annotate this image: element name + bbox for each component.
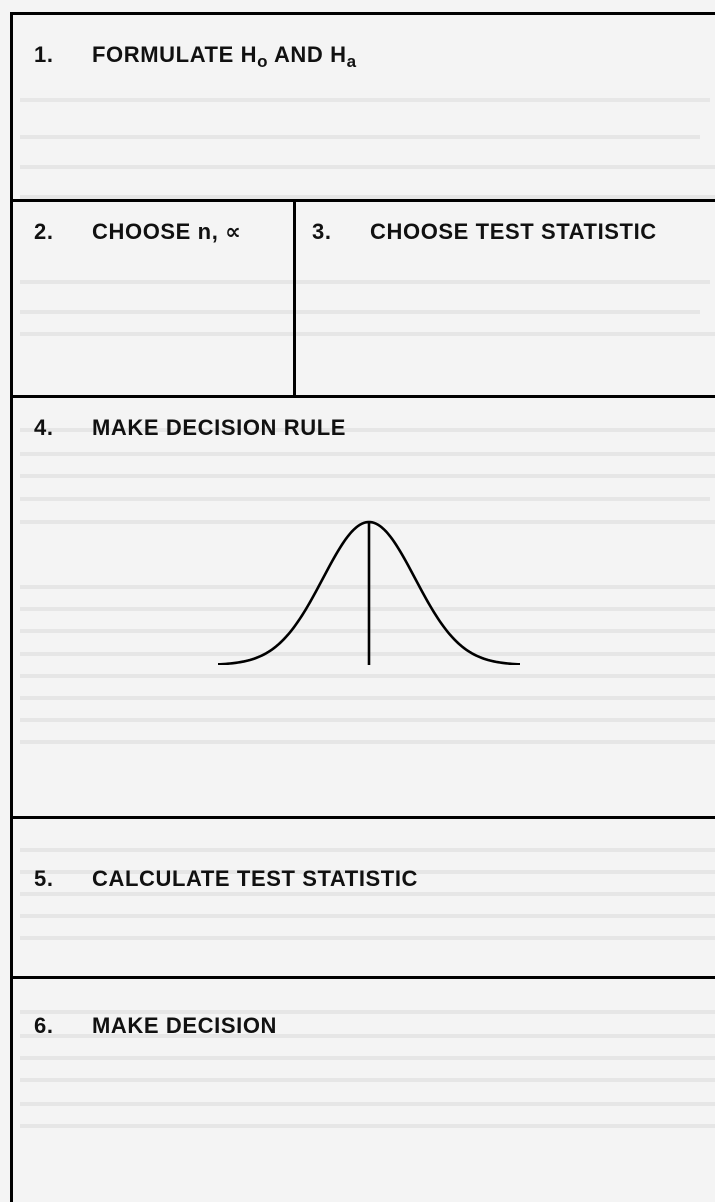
section-1-title-prefix: FORMULATE H (92, 42, 258, 67)
section-1-title-mid: AND H (268, 42, 347, 67)
section-2-label: CHOOSE n, ∝ (92, 219, 242, 244)
section-5-label: CALCULATE TEST STATISTIC (92, 866, 419, 891)
section-6-label: MAKE DECISION (92, 1013, 278, 1038)
section-6-title: 6. MAKE DECISION (34, 1013, 277, 1039)
divider-after-section-5 (10, 976, 715, 979)
section-1-sub-o: o (257, 52, 269, 71)
normal-distribution-curve (218, 520, 520, 665)
section-1-title: 1. FORMULATE Ho AND Ha (34, 42, 357, 72)
divider-after-section-4 (10, 816, 715, 819)
section-4-number: 4. (34, 415, 54, 440)
section-4-label: MAKE DECISION RULE (92, 415, 347, 440)
divider-between-section-2-and-3 (293, 200, 296, 396)
section-5-title: 5. CALCULATE TEST STATISTIC (34, 866, 418, 892)
section-3-label: CHOOSE TEST STATISTIC (370, 219, 657, 244)
outer-frame (10, 12, 715, 1202)
section-3-title: 3. CHOOSE TEST STATISTIC (312, 219, 657, 245)
section-1-sub-a: a (346, 52, 357, 71)
section-3-number: 3. (312, 219, 332, 244)
section-4-title: 4. MAKE DECISION RULE (34, 415, 346, 441)
section-6-number: 6. (34, 1013, 54, 1038)
divider-after-section-1 (10, 199, 715, 202)
divider-after-section-2-3 (10, 395, 715, 398)
section-1-number: 1. (34, 42, 54, 67)
section-2-number: 2. (34, 219, 54, 244)
section-2-title: 2. CHOOSE n, ∝ (34, 219, 241, 245)
section-5-number: 5. (34, 866, 54, 891)
